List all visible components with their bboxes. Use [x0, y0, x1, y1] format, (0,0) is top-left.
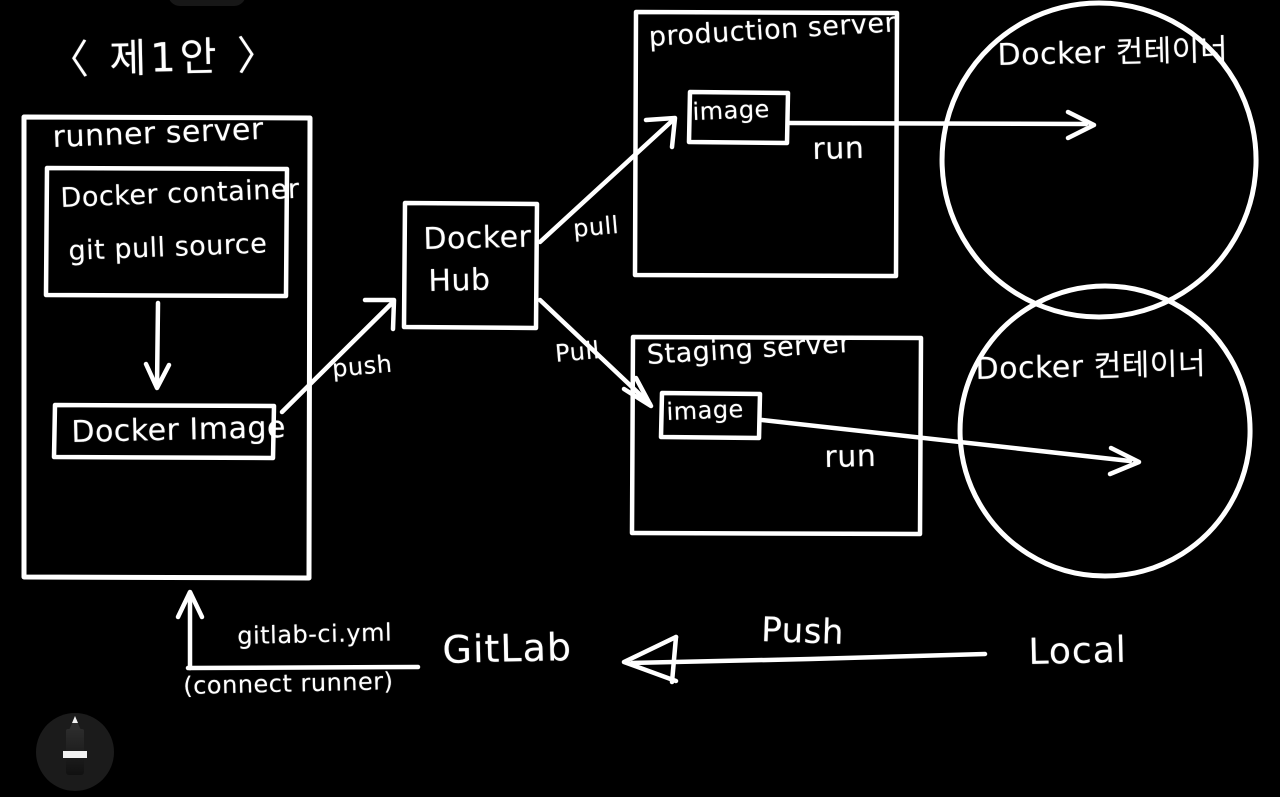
edge-label-pull-staging: Pull: [554, 336, 601, 368]
runner-server-box: [21, 114, 313, 581]
arrowhead-container-to-image: [143, 361, 172, 391]
docker-container-circle-label-bottom: Docker 컨테이너: [975, 346, 1207, 387]
staging-run-label: run: [824, 438, 877, 475]
local-label: Local: [1028, 629, 1128, 673]
arrow-pull-hub-to-production: [537, 117, 676, 245]
docker-image-label: Docker Image: [71, 410, 287, 450]
page-title: 〈 제1안 〉: [48, 32, 282, 84]
docker-hub-label-line-2: Hub: [428, 262, 491, 299]
arrowhead-gitlab-to-runner: [175, 589, 205, 620]
production-run-label: run: [812, 130, 865, 167]
staging-image-label: image: [666, 395, 745, 426]
docker-container-circle-bottom: [957, 283, 1253, 579]
production-image-box: [686, 89, 791, 146]
arrow-run-production: [787, 120, 1089, 127]
pen-tool-button[interactable]: [36, 713, 114, 791]
edge-label-push-image-to-hub: push: [331, 349, 394, 383]
docker-container-circle-label-top: Docker 컨테이너: [997, 32, 1229, 73]
connect-runner-note: (connect runner): [183, 667, 394, 700]
docker-image-box: [51, 402, 277, 461]
arrowhead-run-production: [1065, 109, 1097, 141]
arrow-push-image-to-hub: [279, 300, 395, 415]
staging-server-box: [629, 334, 924, 537]
gitlab-ci-underline: [185, 664, 421, 671]
production-server-box: [632, 9, 900, 279]
arrowhead-pull-production: [643, 115, 678, 150]
staging-image-box: [658, 390, 763, 441]
arrow-push-local-to-gitlab: [629, 651, 988, 666]
production-image-label: image: [692, 95, 771, 126]
docker-hub-box: [401, 200, 540, 331]
arrowhead-push-gitlab-tail: [669, 634, 679, 685]
arrow-container-to-image: [154, 300, 161, 389]
docker-container-box: [43, 165, 290, 299]
arrow-run-staging: [759, 417, 1133, 464]
pen-band-icon: [63, 751, 87, 758]
pen-icon: [63, 716, 87, 775]
docker-container-circle-top: [939, 0, 1259, 320]
gitlab-ci-file-label: gitlab-ci.yml: [237, 618, 393, 650]
edge-label-pull-production: pull: [572, 211, 621, 243]
top-notch-decoration: [168, 0, 246, 6]
edge-label-push-local-to-gitlab: Push: [760, 610, 845, 653]
pen-nib-icon: [72, 716, 78, 723]
gitlab-label: GitLab: [442, 625, 573, 672]
docker-hub-label-line-1: Docker: [423, 219, 532, 257]
arrowhead-run-staging: [1107, 445, 1142, 477]
arrowhead-push: [362, 297, 397, 332]
arrowhead-push-gitlab: [621, 634, 679, 684]
